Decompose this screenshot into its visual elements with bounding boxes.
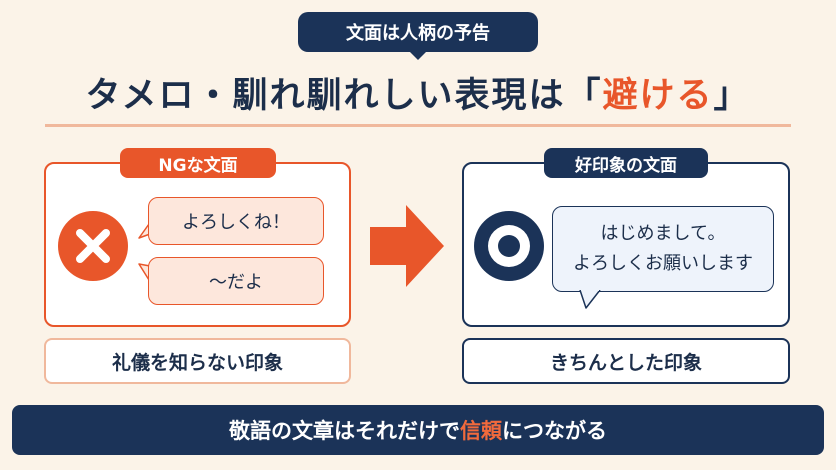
headline: タメロ・馴れ馴れしい表現は「避ける」 [0,64,836,120]
right-arrow-icon [370,205,444,287]
headline-main: タメロ・馴れ馴れしい表現は「 [85,75,603,116]
good-bubble: はじめまして。 よろしくお願いします [552,206,774,292]
ng-tab: NGな文面 [120,148,276,178]
footer-text-after: につながる [502,419,607,443]
headline-end: 」 [713,75,751,116]
good-result: きちんとした印象 [462,338,790,384]
footer-banner: 敬語の文章はそれだけで信頼につながる [12,405,824,455]
ng-result: 礼儀を知らない印象 [44,338,351,384]
headline-accent: 避ける [602,75,714,116]
good-bubble-line-1: はじめまして。 [600,223,726,244]
cross-icon [58,211,128,281]
footer-text-accent: 信頼 [460,419,502,443]
double-circle-icon-dot [498,235,520,257]
good-tab: 好印象の文面 [544,148,708,178]
header-badge: 文面は人柄の予告 [298,12,538,52]
good-bubble-tail [579,290,601,309]
good-bubble-line-2: よろしくお願いします [573,253,753,274]
ng-bubble-2: 〜だよ [148,257,324,305]
ng-bubble-1: よろしくね！ [148,197,324,245]
footer-text-before: 敬語の文章はそれだけで [229,419,460,443]
header-divider [45,124,791,127]
header-badge-tail [408,50,428,60]
